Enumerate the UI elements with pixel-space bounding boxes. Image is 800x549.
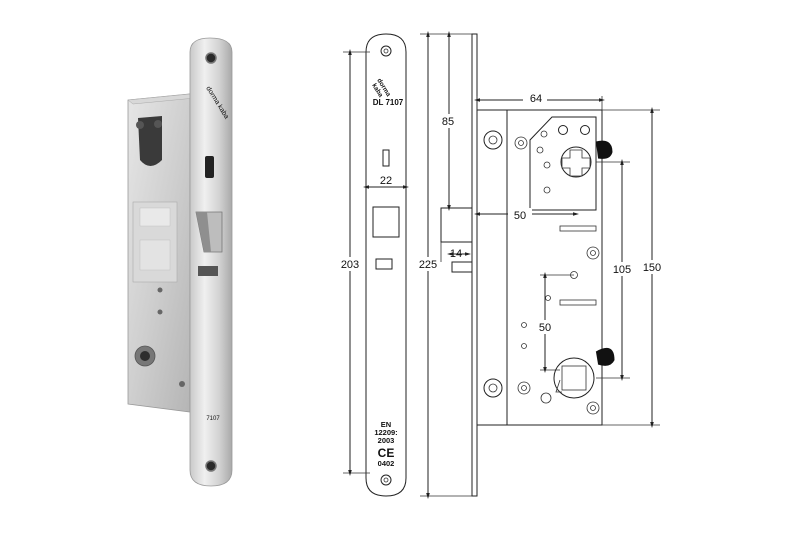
follower-spring — [595, 140, 613, 159]
follower-square — [561, 149, 591, 177]
side-aux-latch — [451, 261, 473, 273]
cylinder-cam — [561, 365, 587, 391]
side-latch-bolt — [440, 207, 473, 243]
follower-hub — [560, 146, 592, 178]
faceplate-standard-line1: EN — [381, 420, 391, 429]
side-view: 225 14 85 — [416, 31, 666, 499]
product-photo: 7107 dorma kaba — [127, 37, 233, 487]
dim-backset: 64 — [530, 93, 542, 105]
dim-latch-projection: 14 — [450, 248, 462, 260]
side-faceplate-edge — [471, 33, 478, 497]
dim-faceplate-height: 203 — [341, 259, 359, 271]
faceplate-aux-latch-opening — [375, 258, 393, 270]
photo-auxiliary-latch — [198, 266, 218, 276]
photo-bottom-screw-hole — [205, 460, 217, 472]
faceplate-latch-opening — [372, 206, 400, 238]
follower-plate — [529, 116, 597, 211]
photo-top-screw-hole — [205, 52, 217, 64]
faceplate-ce-number: 0402 — [378, 459, 395, 468]
photo-faceplate — [189, 37, 233, 487]
follower-hole — [138, 116, 162, 166]
case-screw-bottom — [483, 378, 503, 398]
faceplate-top-screw-hole — [380, 45, 392, 57]
dim-centers-inner: 105 — [613, 264, 631, 276]
photo-model-stamp: 7107 — [206, 416, 220, 422]
faceplate-standard-line2: 12209: — [374, 428, 397, 437]
cylinder-hub — [553, 357, 595, 399]
dim-faceplate-width: 22 — [380, 175, 392, 187]
faceplate-outline — [365, 33, 407, 497]
faceplate-view: dorma kaba DL 7107 EN 12209: 2003 CE 040… — [338, 33, 409, 497]
case-screw-top — [483, 130, 503, 150]
case-front-rail — [476, 109, 508, 426]
case-outline — [477, 109, 603, 426]
cylinder-spring — [595, 347, 615, 366]
dim-cylinder-to-screw: 50 — [539, 322, 551, 334]
dim-latch-to-follower: 50 — [514, 210, 526, 222]
faceplate-model: DL 7107 — [373, 98, 404, 107]
dim-top-to-follower: 85 — [442, 116, 454, 128]
dim-centers-outer: 150 — [643, 262, 661, 274]
dim-overall-height: 225 — [419, 259, 437, 271]
faceplate-ce-mark: CE — [378, 446, 395, 460]
faceplate-standard-line3: 2003 — [378, 436, 395, 445]
photo-strike-slot — [205, 156, 214, 178]
faceplate-bottom-screw-hole — [380, 474, 392, 486]
faceplate-strike-slot — [382, 149, 390, 167]
